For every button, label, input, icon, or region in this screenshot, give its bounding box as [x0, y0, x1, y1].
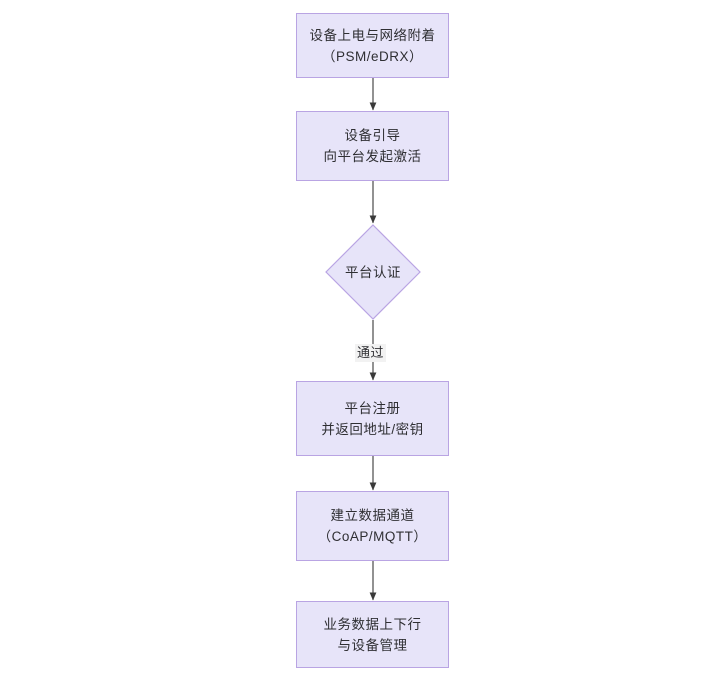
node-device-bootstrap[interactable]: 设备引导 向平台发起激活	[296, 111, 449, 181]
node-label-line: 设备上电与网络附着	[309, 27, 436, 43]
node-device-power-on[interactable]: 设备上电与网络附着 （PSM/eDRX）	[296, 13, 449, 78]
node-label-line: 向平台发起激活	[323, 149, 422, 164]
node-establish-data-channel[interactable]: 建立数据通道 （CoAP/MQTT）	[296, 491, 449, 561]
node-label-line: 与设备管理	[337, 637, 408, 653]
node-label-line: （PSM/eDRX）	[321, 48, 424, 64]
node-platform-register[interactable]: 平台注册 并返回地址/密钥	[296, 381, 449, 456]
edge-label-pass: 通过	[355, 344, 387, 362]
node-label-line: 建立数据通道	[330, 508, 415, 523]
node-platform-auth-decision[interactable]: 平台认证	[325, 224, 421, 320]
node-business-data-and-device-management[interactable]: 业务数据上下行 与设备管理	[296, 601, 449, 668]
node-label-line: 设备引导	[344, 128, 401, 143]
node-label-line: 业务数据上下行	[323, 616, 422, 632]
node-label-line: 平台认证	[345, 264, 401, 280]
node-label-line: （CoAP/MQTT）	[317, 529, 428, 544]
node-label-line: 平台注册	[344, 400, 401, 416]
node-label-line: 并返回地址/密钥	[321, 421, 424, 437]
diamond-shape	[325, 224, 421, 320]
